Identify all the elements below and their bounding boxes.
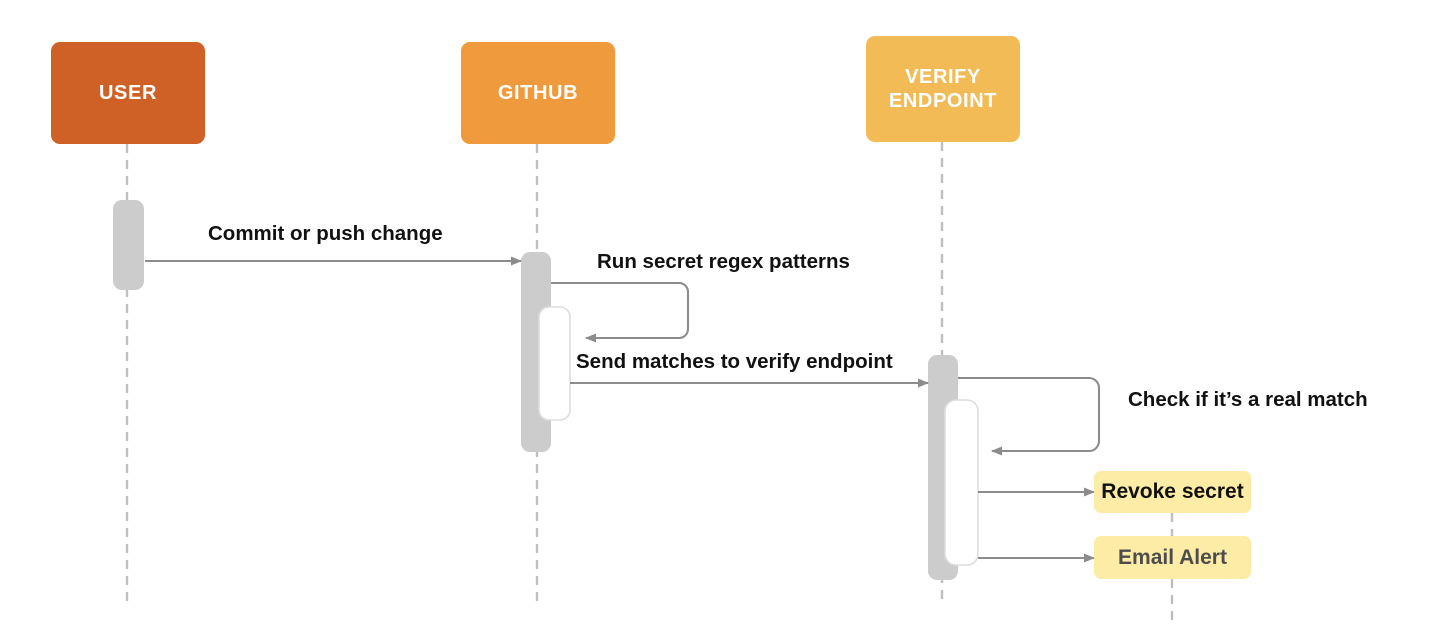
activation-bar-user: [113, 200, 144, 290]
actor-header-github[interactable]: GITHUB: [461, 42, 615, 144]
actor-header-user[interactable]: USER: [51, 42, 205, 144]
self-loop-check-real-match: [958, 376, 1101, 456]
nested-activation-bars: [538, 306, 979, 566]
actor-label-verify-endpoint-line2: ENDPOINT: [888, 90, 998, 112]
actor-label-github: GITHUB: [497, 81, 579, 104]
message-label-send-matches: Send matches to verify endpoint: [576, 350, 893, 373]
actor-header-verify-endpoint[interactable]: VERIFY ENDPOINT: [866, 36, 1020, 142]
message-label-commit-or-push: Commit or push change: [208, 222, 443, 245]
message-label-run-secret-regex: Run secret regex patterns: [597, 250, 850, 273]
note-revoke-secret[interactable]: Revoke secret: [1094, 471, 1251, 513]
activation-bar-verify-endpoint-nested: [944, 399, 979, 566]
message-label-check-real-match: Check if it’s a real match: [1128, 388, 1368, 411]
actor-label-verify-endpoint-line1: VERIFY: [905, 65, 981, 88]
note-email-alert[interactable]: Email Alert: [1094, 536, 1251, 579]
note-label-email-alert: Email Alert: [1118, 545, 1227, 569]
activation-bar-github-nested: [538, 306, 571, 421]
note-label-revoke-secret: Revoke secret: [1101, 480, 1244, 503]
actor-label-user: USER: [99, 81, 157, 104]
self-loop-run-secret-regex: [551, 281, 690, 343]
